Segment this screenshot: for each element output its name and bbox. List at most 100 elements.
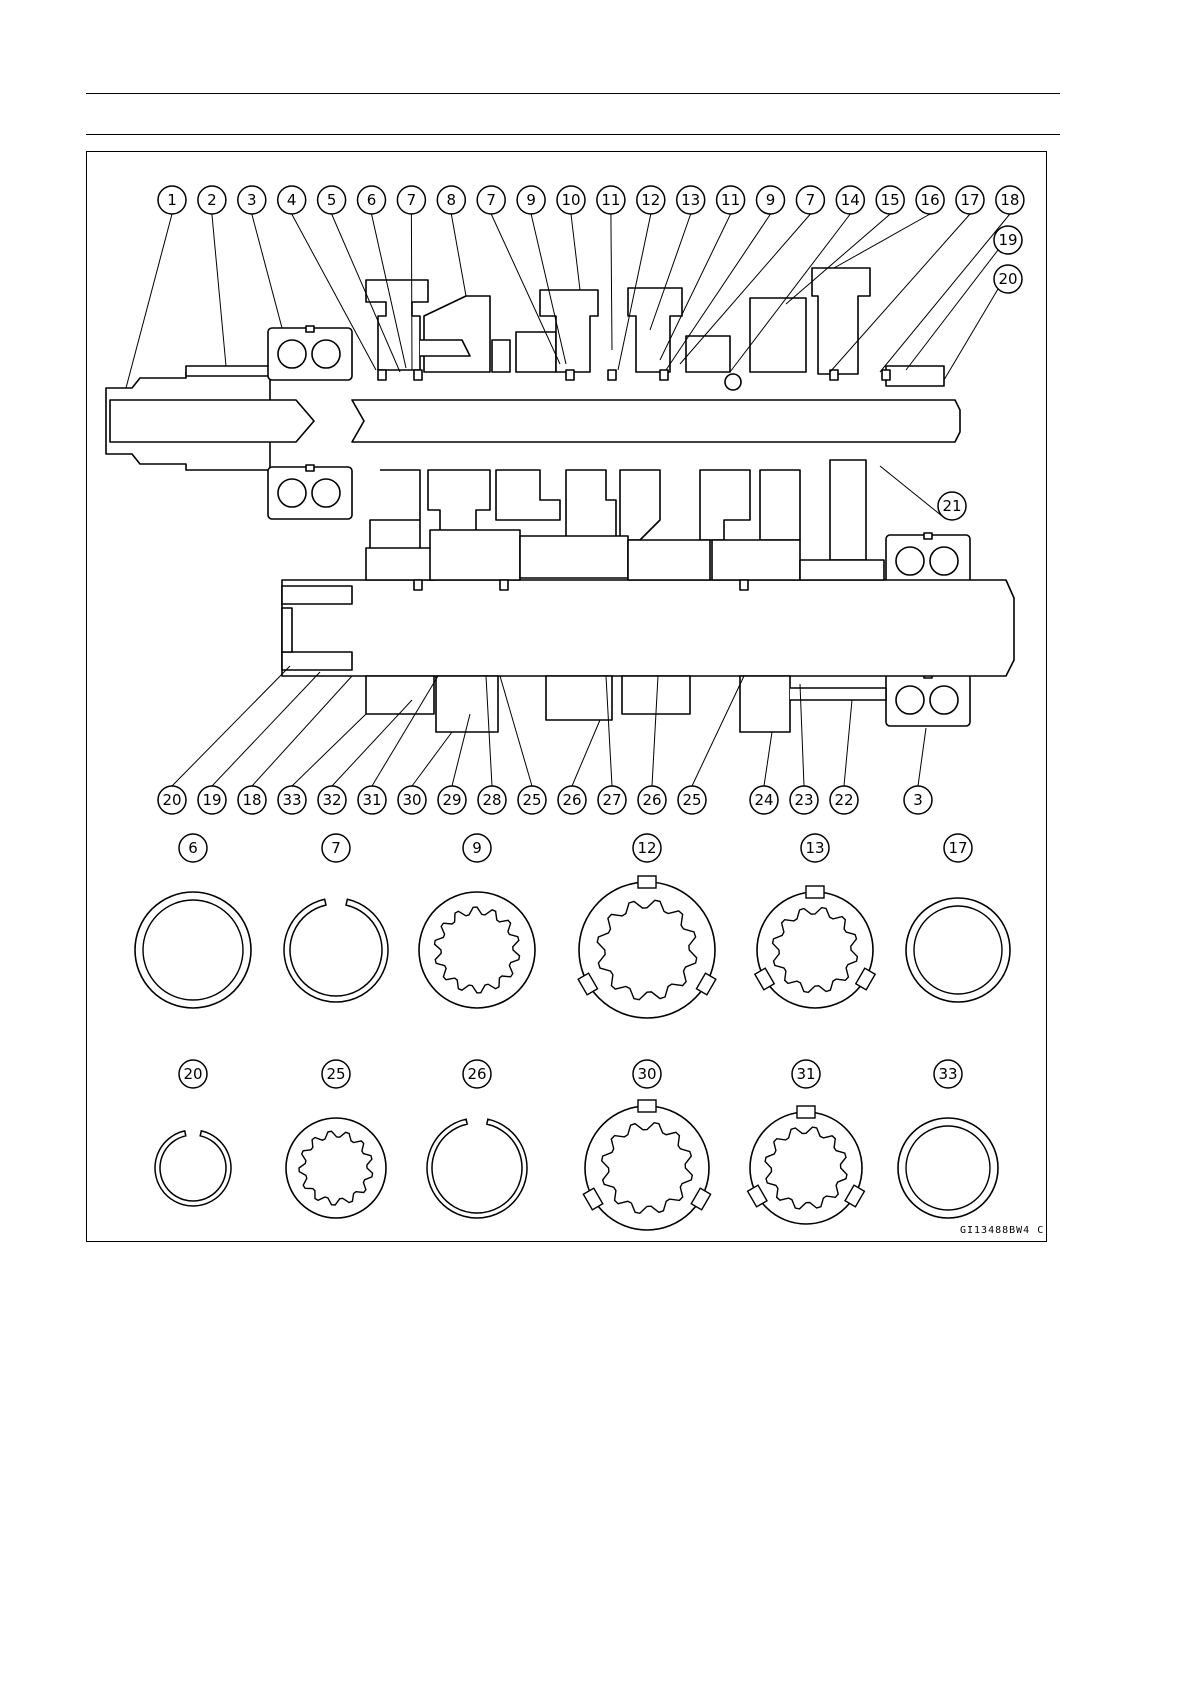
callout-top-18: 14	[836, 186, 864, 214]
part-callout-7-a-text: 7	[331, 839, 341, 857]
leader-bottom-17	[844, 700, 852, 786]
gear-low-2	[430, 530, 520, 580]
part-7-drawing	[284, 899, 388, 1002]
leader-bottom-10	[500, 676, 532, 786]
bearing-output-bottom-notch	[306, 465, 314, 471]
leader-bottom-1	[172, 666, 290, 786]
part-callout-25-b: 25	[322, 1060, 350, 1088]
gear-mid-2	[428, 470, 490, 536]
callout-top-12: 11	[597, 186, 625, 214]
callout-top-7: 7	[397, 186, 425, 214]
callout-top-22: 18	[996, 186, 1024, 214]
callout-bottom-12: 27	[598, 786, 626, 814]
callout-top-6-text: 6	[367, 191, 377, 209]
part-13-drawing-spline	[773, 908, 858, 993]
gear-mid-3	[496, 470, 560, 520]
leader-right-2	[944, 289, 998, 380]
callout-top-1-text: 1	[167, 191, 177, 209]
part-13-drawing-tab-1	[806, 886, 824, 898]
callout-right-2-text: 20	[998, 270, 1017, 288]
callout-bottom-9-text: 28	[482, 791, 501, 809]
callout-bottom-16-text: 23	[794, 791, 813, 809]
part-26-drawing-b-body	[427, 1119, 527, 1218]
callout-bottom-13: 26	[638, 786, 666, 814]
part-callout-9-a-text: 9	[472, 839, 482, 857]
callout-top-16: 9	[757, 186, 785, 214]
part-12-drawing-spline	[597, 900, 696, 999]
gear-low-1	[366, 548, 436, 580]
gear-low-6	[800, 560, 884, 580]
part-17-drawing-outer	[906, 898, 1010, 1002]
callout-top-15-text: 11	[721, 191, 740, 209]
callout-bottom-7: 30	[398, 786, 426, 814]
callout-bottom-18: 3	[904, 786, 932, 814]
callout-top-4-text: 4	[287, 191, 297, 209]
gear-top-1	[366, 280, 428, 370]
figure-code: GI13488BW4 C	[960, 1225, 1044, 1236]
callout-top-10-text: 9	[526, 191, 536, 209]
part-6-drawing-outer	[135, 892, 251, 1008]
callout-bottom-11-text: 26	[562, 791, 581, 809]
bearing-drive-bottom-ball	[896, 686, 924, 714]
bearing-drive-bottom-ball	[930, 686, 958, 714]
gear-top-10	[886, 366, 944, 386]
part-6-drawing	[135, 892, 251, 1008]
gear-top-6	[628, 288, 682, 372]
gear-mid-6	[700, 470, 750, 540]
callout-top-17-text: 7	[806, 191, 816, 209]
part-callout-20-b: 20	[179, 1060, 207, 1088]
part-17-drawing	[906, 898, 1010, 1002]
leader-bottom-14	[692, 676, 744, 786]
part-callout-12-a: 12	[633, 834, 661, 862]
snap-ring-10	[740, 580, 748, 590]
snap-ring-1	[378, 370, 386, 380]
leader-bottom-18	[918, 728, 926, 786]
part-callout-6-a-text: 6	[188, 839, 198, 857]
callout-top-21-text: 17	[960, 191, 979, 209]
callout-top-4: 4	[278, 186, 306, 214]
part-31-drawing-b-spline	[765, 1127, 847, 1209]
callout-bottom-4: 33	[278, 786, 306, 814]
drive-shaft-cap	[282, 608, 292, 652]
part-callout-20-b-text: 20	[183, 1065, 202, 1083]
part-callout-31-b-text: 31	[796, 1065, 815, 1083]
part-callout-33-b-text: 33	[938, 1065, 957, 1083]
leader-top-20	[834, 214, 930, 268]
callout-bottom-10-text: 25	[522, 791, 541, 809]
callout-bottom-5: 32	[318, 786, 346, 814]
bearing-output-bottom-ball	[312, 479, 340, 507]
part-25-drawing-b	[286, 1118, 386, 1218]
callout-top-14-text: 13	[681, 191, 700, 209]
callout-top-10: 9	[517, 186, 545, 214]
part-callout-7-a: 7	[322, 834, 350, 862]
gear-top-4	[516, 332, 556, 372]
gear-low-5	[712, 540, 800, 580]
part-callout-31-b: 31	[792, 1060, 820, 1088]
snap-ring-9	[500, 580, 508, 590]
callout-top-3: 3	[238, 186, 266, 214]
gear-low-3	[520, 536, 628, 578]
gear-mid-8	[830, 460, 866, 560]
gear-top-9	[812, 268, 870, 374]
callout-top-12-text: 11	[601, 191, 620, 209]
leader-top-3	[252, 214, 282, 328]
callout-bottom-2: 19	[198, 786, 226, 814]
callout-bottom-9: 28	[478, 786, 506, 814]
output-collar	[186, 366, 270, 376]
callout-bottom-10: 25	[518, 786, 546, 814]
callout-top-8-text: 8	[447, 191, 457, 209]
part-callout-33-b: 33	[934, 1060, 962, 1088]
part-callout-25-b-text: 25	[326, 1065, 345, 1083]
part-26-drawing-b	[427, 1119, 527, 1218]
callout-top-9: 7	[477, 186, 505, 214]
part-30-drawing-b-tab-1	[638, 1100, 656, 1112]
callout-top-14: 13	[677, 186, 705, 214]
leader-top-7	[411, 214, 412, 370]
part-12-drawing	[578, 876, 716, 1018]
callout-top-2-text: 2	[207, 191, 217, 209]
leader-top-2	[212, 214, 226, 366]
snap-ring-3	[566, 370, 574, 380]
gear-mid-5	[620, 470, 660, 540]
drive-shaft-end-bottom	[282, 652, 352, 670]
bearing-drive-top-ball	[930, 547, 958, 575]
